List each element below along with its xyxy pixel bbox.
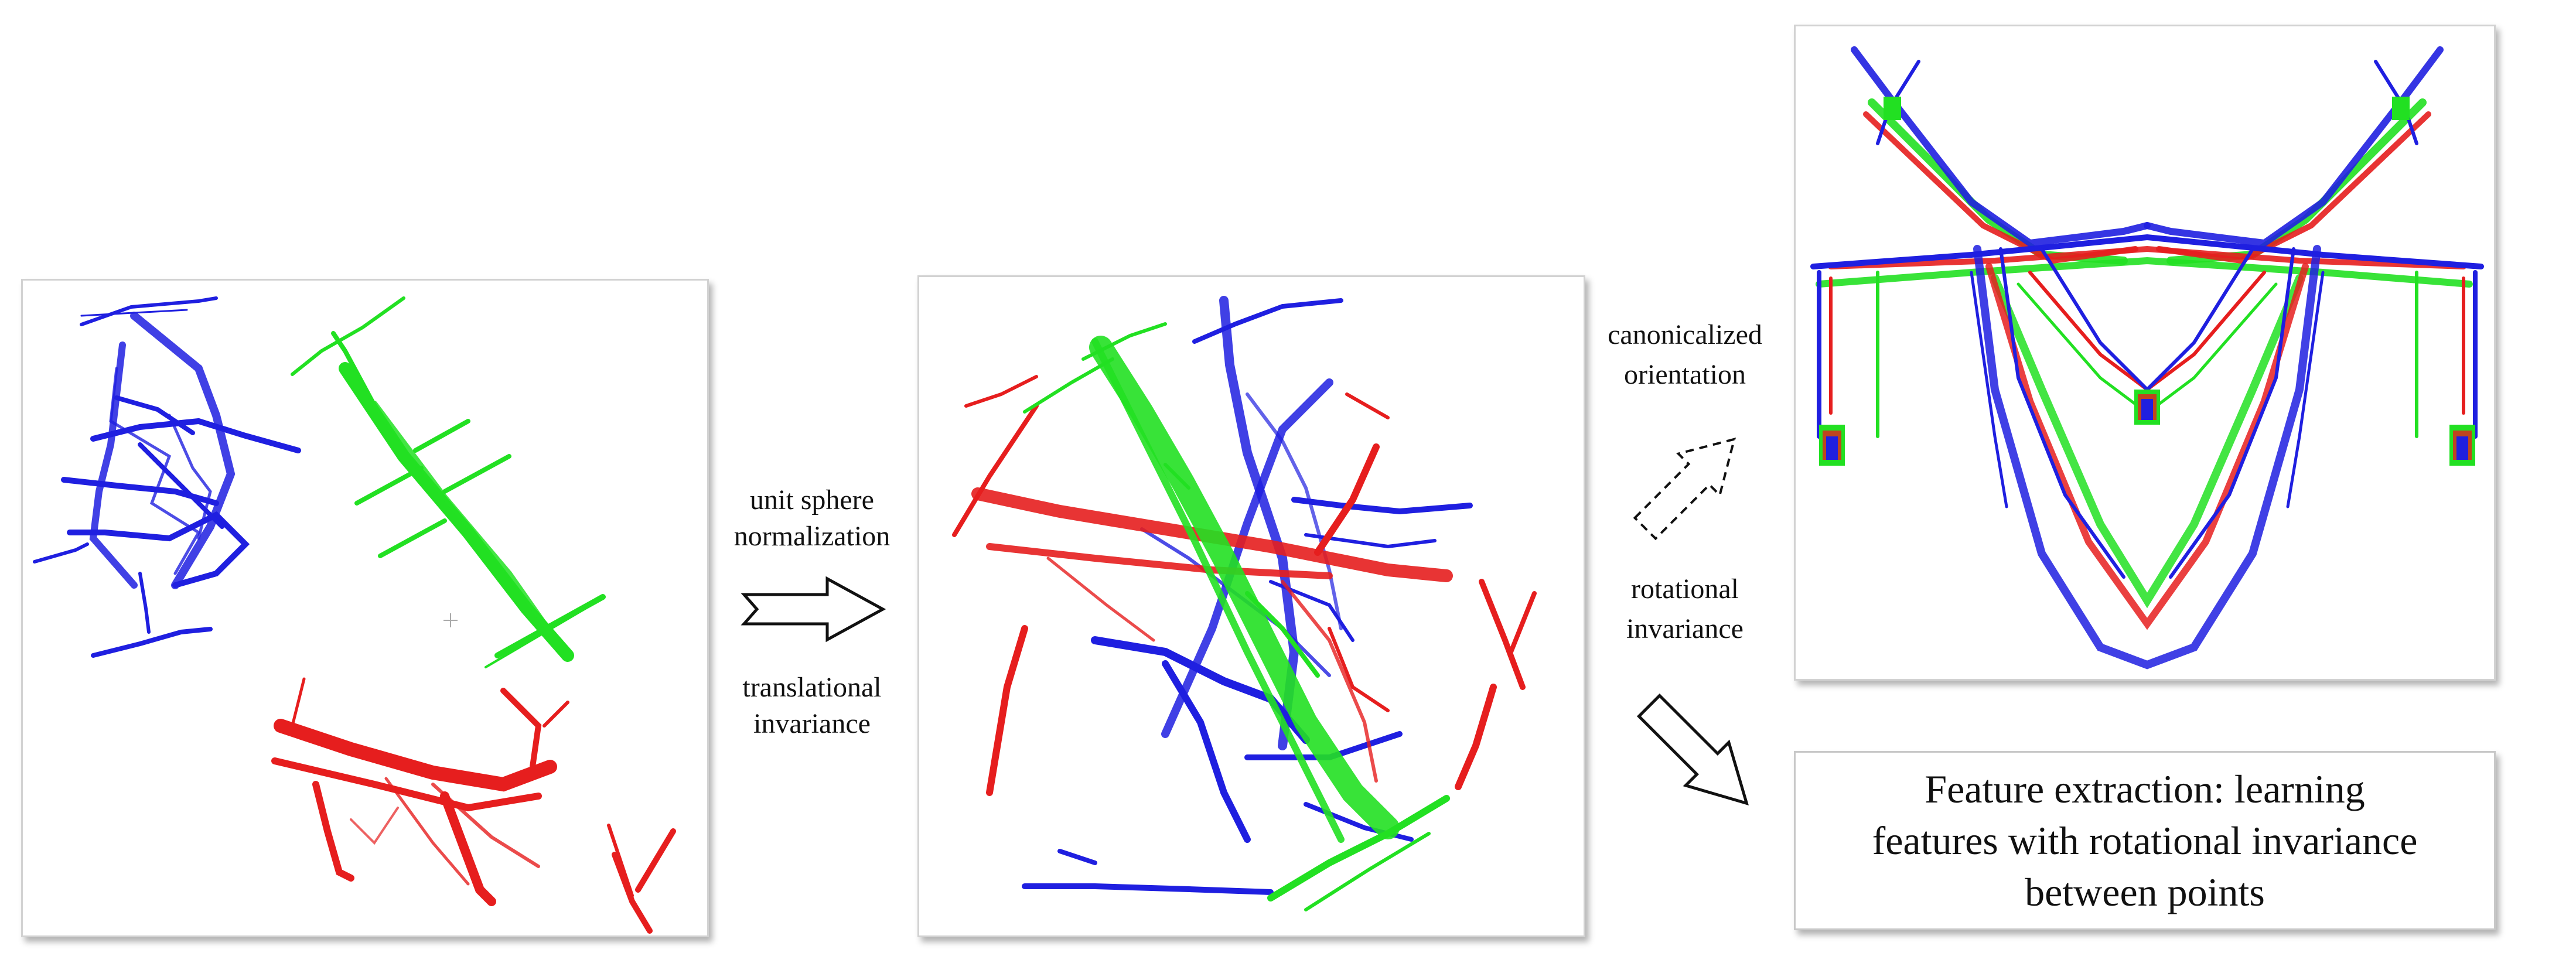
blue-aligned-cloud — [1810, 46, 2484, 670]
red-tower-cloud — [271, 677, 676, 934]
feature-box-line-2: features with rotational invariance — [1872, 818, 2418, 863]
dashed-diagonal-arrow-icon — [1633, 437, 1736, 541]
blue-tower-cloud — [33, 296, 301, 658]
canonicalized-point-clouds-panel — [1794, 25, 2496, 681]
insulator-clusters — [1819, 97, 2475, 466]
green-tower-cloud — [291, 296, 606, 668]
arrow1-label-bottom-1: translational — [742, 672, 882, 703]
green-aligned-cloud — [1816, 98, 2473, 609]
arrow1-label-top-2: normalization — [733, 521, 890, 552]
arrow2-label-bottom-2: invariance — [1626, 613, 1744, 644]
hollow-right-arrow-icon — [741, 576, 886, 643]
arrow2-label-top-1: canonicalized — [1608, 319, 1762, 350]
canonicalized-point-clouds-graphic — [1810, 46, 2484, 670]
feature-extraction-box: Feature extraction: learning features wi… — [1794, 751, 2496, 930]
normalized-point-clouds-panel — [917, 275, 1585, 937]
normalized-point-clouds-graphic — [952, 296, 1537, 911]
hollow-diagonal-arrow-icon — [1636, 693, 1749, 805]
feature-box-line-3: between points — [2025, 870, 2265, 914]
origin-cross — [443, 613, 458, 627]
red-aligned-cloud — [1828, 111, 2466, 630]
input-point-clouds-graphic — [33, 296, 676, 934]
arrow2-label-bottom-1: rotational — [1631, 573, 1739, 605]
input-point-clouds-panel — [21, 279, 709, 937]
green-cloud-overlay — [1023, 322, 1450, 911]
arrow2-label-top-2: orientation — [1624, 359, 1746, 390]
arrow1-label-top-1: unit sphere — [750, 484, 874, 515]
arrow1-label-bottom-2: invariance — [753, 708, 871, 739]
feature-box-line-1: Feature extraction: learning — [1925, 767, 2365, 811]
